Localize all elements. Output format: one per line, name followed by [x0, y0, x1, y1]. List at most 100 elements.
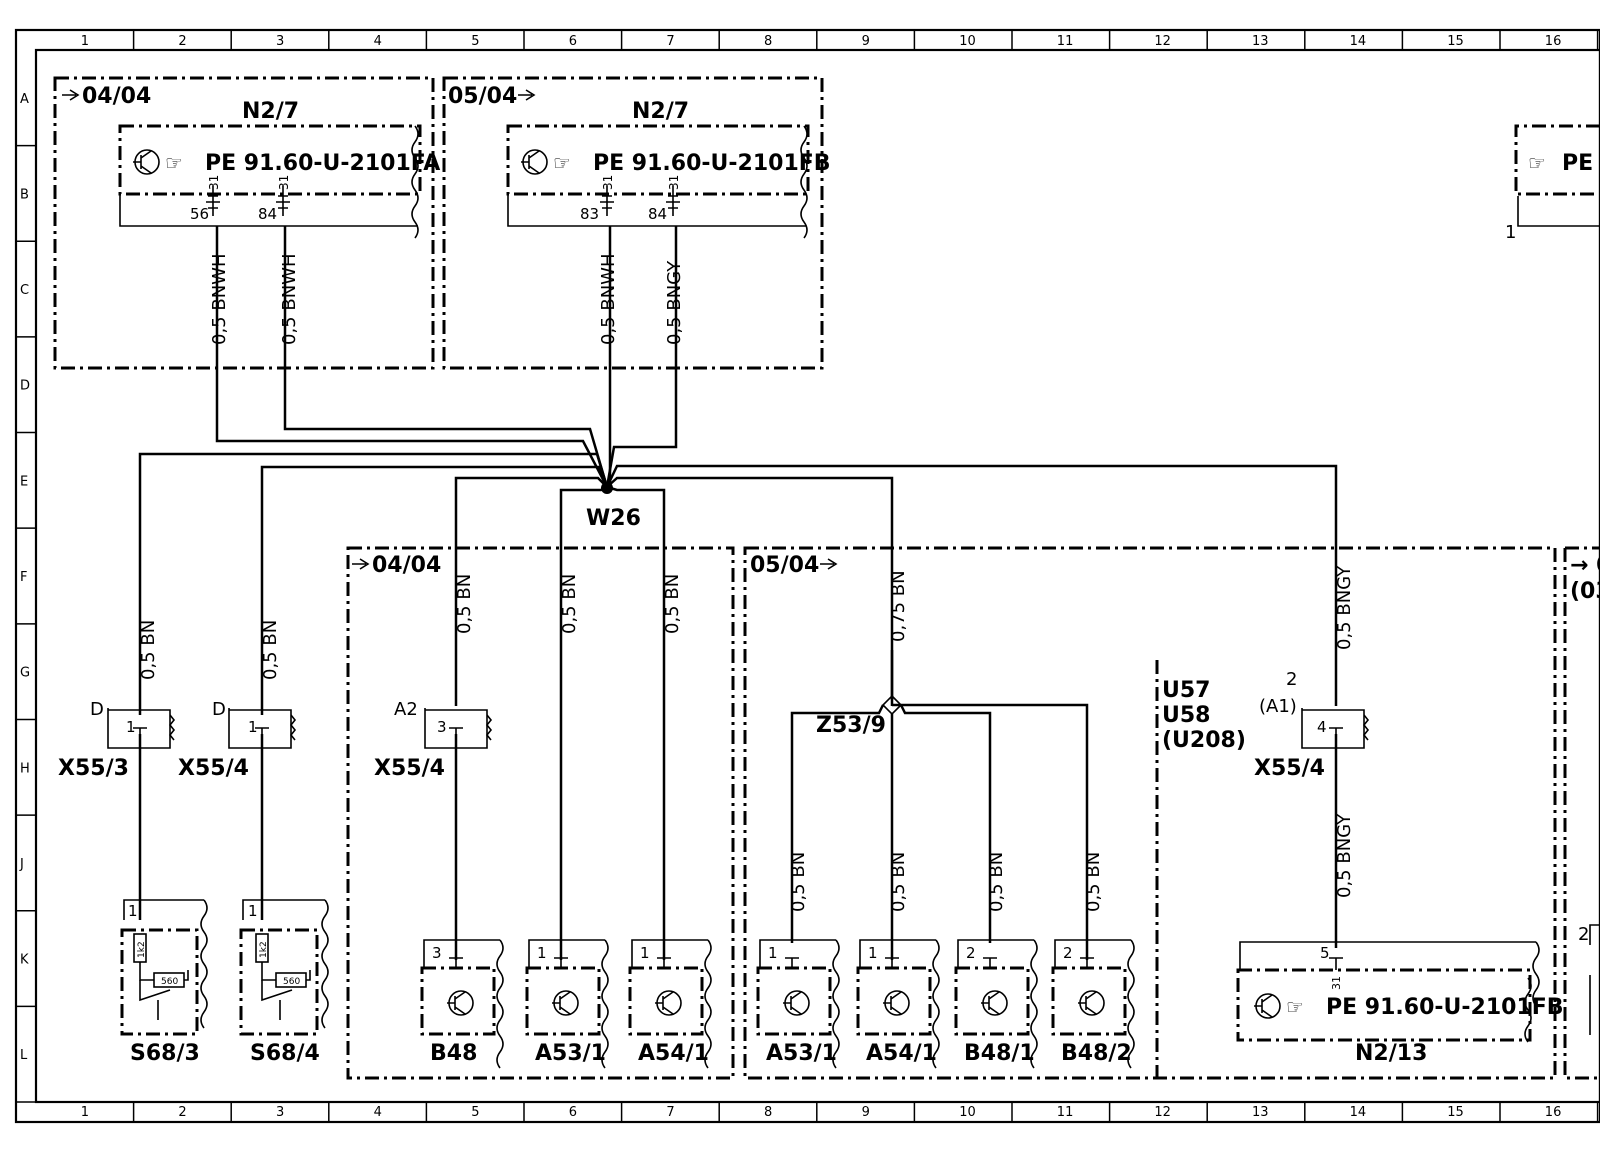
pointing-hand-icon: ☞ [1286, 995, 1304, 1019]
svg-text:560: 560 [161, 977, 178, 987]
n27-left-title: N2/7 [242, 99, 299, 124]
pin-84: 84 [648, 205, 667, 223]
grid-row-label: D [20, 379, 30, 394]
pointing-hand-icon: ☞ [553, 151, 571, 175]
grid-column-label: 3 [276, 1105, 284, 1120]
x55-4-mid-label: X55/4 [374, 756, 445, 781]
svg-text:3: 3 [437, 718, 447, 736]
grid-row-label: J [19, 857, 24, 872]
pin-number: 1 [768, 944, 778, 962]
n2-13-label: N2/13 [1355, 1041, 1427, 1066]
x55-3-connector: 0,5 BN D 1 X55/3 [58, 620, 176, 920]
svg-text:0,5 BNGY: 0,5 BNGY [1334, 565, 1355, 650]
grid-column-label: 9 [862, 1105, 870, 1120]
grid-column-label: 7 [666, 1105, 674, 1120]
grid-column-label: 16 [1545, 1105, 1562, 1120]
grid-row-label: B [20, 187, 29, 202]
n27-left-part: PE 91.60-U-2101FA [205, 151, 440, 176]
grid-column-label: 1 [81, 34, 89, 49]
svg-text:560: 560 [283, 977, 300, 987]
n27-right-box: 05/04 N2/7 ☞ PE 91.60-U-2101FB 31 31 83 … [442, 76, 831, 370]
grid-column-label: 1 [81, 1105, 89, 1120]
wire-label: 0,5 BNGY [664, 260, 685, 345]
svg-text:1: 1 [248, 902, 258, 920]
wire-label: 0,5 BNWH [279, 254, 300, 346]
wire-label: 0,5 BN [888, 852, 909, 912]
svg-text:2: 2 [1286, 669, 1297, 690]
svg-text:1: 1 [126, 718, 136, 736]
component-label: A54/1 [866, 1041, 937, 1066]
svg-text:1k2: 1k2 [137, 941, 147, 958]
grid-column-label: 9 [862, 34, 870, 49]
u-group: U57 U58 (U208) 0,5 BNGY 2 (A1) 4 X55/4 0… [1162, 565, 1564, 1066]
wire-label: 0,5 BN [788, 852, 809, 912]
svg-text:PE: PE [1562, 151, 1593, 176]
grid-row-label: C [20, 283, 29, 298]
svg-text:1: 1 [248, 718, 258, 736]
wire-label: 0,5 BNWH [209, 254, 230, 346]
pointing-hand-icon: ☞ [165, 151, 183, 175]
component-label: A53/1 [766, 1041, 837, 1066]
grid-column-label: 12 [1154, 1105, 1171, 1120]
grid-row-label: L [20, 1048, 28, 1063]
grid-column-label: 2 [178, 1105, 186, 1120]
grid-column-label: 8 [764, 34, 772, 49]
pin-number: 1 [868, 944, 878, 962]
inner-frame [34, 48, 1600, 1104]
grid-row-label: E [20, 474, 28, 489]
wire-label: 0,5 BNWH [598, 254, 619, 346]
grid-row-label: G [20, 666, 30, 681]
grid-column-label: 6 [569, 34, 577, 49]
pin-number: 2 [1063, 944, 1073, 962]
svg-text:1: 1 [1505, 222, 1516, 243]
grid-column-label: 3 [276, 34, 284, 49]
pin-number: 1 [537, 944, 547, 962]
grid-column-label: 5 [471, 34, 479, 49]
grid-column-label: 7 [666, 34, 674, 49]
grid-column-label: 6 [569, 1105, 577, 1120]
pin-number: 3 [432, 944, 442, 962]
s68-4-label: S68/4 [250, 1041, 320, 1066]
svg-text:31: 31 [1330, 976, 1343, 990]
x55-4-label: X55/4 [178, 756, 249, 781]
wire-label: 0,5 BN [1083, 852, 1104, 912]
grid-column-label: 10 [959, 1105, 976, 1120]
svg-text:0,75 BN: 0,75 BN [888, 570, 909, 642]
top-right-component: ☞ PE 1 [1505, 124, 1600, 243]
svg-text:U58: U58 [1162, 703, 1210, 728]
s68-3-switch: 1 1k2 560 S68/3 [120, 899, 208, 1066]
svg-text:31: 31 [601, 175, 615, 190]
svg-text:0,5 BN: 0,5 BN [260, 620, 281, 680]
junction-w26: W26 [586, 506, 641, 531]
grid-column-labels: 1122334455667788991010111112121313141415… [81, 30, 1599, 1122]
svg-text:U57: U57 [1162, 678, 1210, 703]
svg-text:→ 0: → 0 [1570, 553, 1600, 578]
svg-text:4: 4 [1317, 718, 1327, 736]
grid-column-label: 14 [1350, 34, 1367, 49]
grid-column-label: 4 [374, 34, 382, 49]
grid-column-label: 11 [1057, 1105, 1074, 1120]
grid-column-label: 2 [178, 34, 186, 49]
component-label: B48/1 [964, 1041, 1035, 1066]
splice-label: Z53/9 [816, 713, 886, 738]
svg-text:(03: (03 [1570, 579, 1600, 604]
grid-column-label: 14 [1350, 1105, 1367, 1120]
n27-right-part: PE 91.60-U-2101FB [593, 151, 831, 176]
svg-text:A2: A2 [394, 699, 418, 720]
svg-text:0,5 BN: 0,5 BN [454, 574, 475, 634]
svg-text:31: 31 [207, 175, 221, 190]
component-label: B48 [430, 1041, 477, 1066]
svg-text:2: 2 [1578, 924, 1589, 945]
grid-column-label: 13 [1252, 1105, 1269, 1120]
